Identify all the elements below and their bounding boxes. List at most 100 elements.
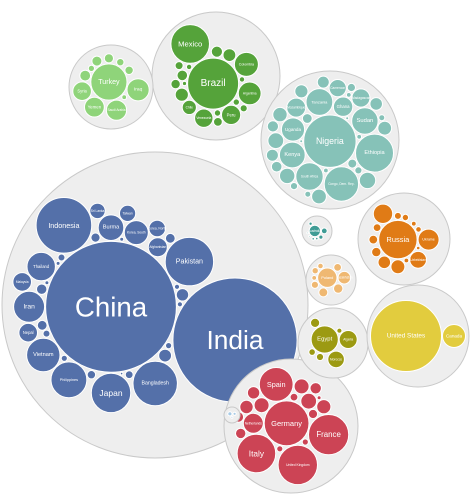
bubble-china[interactable] [45, 240, 177, 373]
bubble-middle-east-9[interactable] [116, 58, 125, 67]
bubble-oceania-5[interactable] [311, 237, 316, 241]
bubble-oceania-6[interactable] [308, 234, 311, 238]
bubble-spain[interactable] [258, 367, 294, 402]
bubble-germany[interactable] [263, 400, 310, 447]
bubble-central-asia-5[interactable] [310, 280, 319, 289]
bubble-japan[interactable] [90, 372, 132, 414]
bubble-madagascar[interactable] [351, 88, 371, 108]
bubble-south-america-17[interactable] [185, 63, 193, 71]
bubble-central-asia-2[interactable] [333, 283, 344, 294]
bubble-chile[interactable] [181, 99, 197, 116]
bubble-central-asia-8[interactable] [311, 275, 318, 281]
bubble-thailand[interactable] [26, 251, 56, 282]
bubble-africa-14[interactable] [279, 167, 296, 185]
bubble-middle-east-6[interactable] [91, 55, 103, 67]
bubble-africa-29[interactable] [378, 114, 386, 122]
bubble-united-kingdom[interactable] [277, 444, 318, 486]
bubble-africa-35[interactable] [299, 139, 304, 144]
bubble-peru[interactable] [221, 104, 242, 126]
bubble-asia-25[interactable] [124, 370, 134, 380]
bubble-middle-east-11[interactable] [121, 94, 128, 101]
bubble-poland[interactable] [317, 267, 338, 288]
bubble-south-america-15[interactable] [213, 109, 222, 117]
bubble-europe-10[interactable] [239, 399, 254, 415]
bubble-asia-21[interactable] [36, 319, 48, 331]
bubble-south-america-18[interactable] [238, 76, 246, 83]
bubble-europe-18[interactable] [301, 438, 309, 446]
bubble-africa-24[interactable] [301, 113, 313, 124]
bubble-africa-13[interactable] [267, 132, 285, 150]
bubble-middle-east-10[interactable] [87, 64, 96, 73]
bubble-europe-15[interactable] [307, 408, 319, 420]
bubble-kenya[interactable] [278, 141, 306, 169]
bubble-eastern-europe-10[interactable] [401, 213, 410, 222]
bubble-north-africa-6[interactable] [336, 327, 343, 334]
bubble-colombia[interactable] [233, 51, 259, 77]
bubble-bangladesh[interactable] [132, 360, 178, 407]
bubble-central-asia-6[interactable] [311, 267, 319, 275]
bubble-africa-28[interactable] [289, 182, 299, 191]
bubble-turkey[interactable] [90, 63, 128, 101]
bubble-middle-east-8[interactable] [124, 65, 134, 76]
bubble-asia-33[interactable] [55, 260, 61, 266]
bubble-africa-15[interactable] [311, 188, 327, 205]
bubble-sudan[interactable] [351, 107, 379, 135]
bubble-australia[interactable] [308, 224, 321, 238]
bubble-south-america-7[interactable] [174, 87, 189, 102]
bubble-other-0[interactable] [227, 411, 233, 417]
bubble-asia-20[interactable] [36, 283, 48, 295]
bubble-canada[interactable] [442, 324, 466, 348]
bubble-africa-12[interactable] [358, 171, 377, 190]
bubble-eastern-europe-9[interactable] [393, 211, 402, 220]
bubble-oceania-1[interactable] [320, 227, 328, 235]
bubble-south-america-9[interactable] [210, 45, 223, 58]
bubble-afghanistan[interactable] [147, 237, 168, 258]
bubble-ethiopia[interactable] [355, 133, 394, 173]
bubble-iran[interactable] [13, 290, 46, 323]
bubble-morocco[interactable] [327, 350, 345, 369]
bubble-asia-32[interactable] [44, 280, 50, 286]
bubble-eastern-europe-3[interactable] [372, 203, 394, 225]
bubble-europe-6[interactable] [300, 392, 318, 410]
bubble-asia-30[interactable] [173, 283, 181, 290]
bubble-asia-22[interactable] [164, 232, 176, 244]
bubble-ghana[interactable] [332, 96, 354, 117]
bubble-africa-32[interactable] [356, 133, 363, 140]
bubble-asia-19[interactable] [175, 288, 190, 302]
bubble-south-america-8[interactable] [222, 48, 237, 62]
bubble-africa-31[interactable] [323, 167, 329, 174]
bubble-eastern-europe-4[interactable] [390, 259, 406, 275]
bubble-africa-26[interactable] [346, 82, 356, 93]
bubble-europe-9[interactable] [316, 399, 332, 415]
bubble-africa-20[interactable] [265, 148, 279, 162]
bubble-burma[interactable] [97, 214, 125, 241]
bubble-europe-7[interactable] [253, 397, 270, 414]
bubble-eastern-europe-12[interactable] [410, 220, 417, 227]
bubble-europe-16[interactable] [289, 392, 299, 402]
bubble-eastern-europe-7[interactable] [368, 234, 379, 245]
bubble-united-states[interactable] [370, 300, 442, 372]
bubble-uzbekistan[interactable] [409, 250, 428, 269]
bubble-tanzania[interactable] [305, 88, 334, 116]
bubble-mexico[interactable] [170, 24, 210, 64]
bubble-eastern-europe-14[interactable] [415, 245, 421, 251]
bubble-north-africa-5[interactable] [308, 348, 316, 356]
bubble-africa-22[interactable] [266, 120, 279, 133]
bubble-europe-12[interactable] [309, 382, 322, 395]
bubble-yemen[interactable] [84, 96, 105, 118]
bubble-africa-25[interactable] [347, 158, 358, 169]
bubble-europe-13[interactable] [235, 427, 247, 440]
bubble-korea-north[interactable] [148, 219, 166, 238]
bubble-other-2[interactable] [230, 415, 234, 419]
bubble-mozambique[interactable] [286, 97, 307, 118]
bubble-south-america-14[interactable] [239, 104, 248, 113]
bubble-europe-17[interactable] [276, 445, 284, 453]
bubble-europe-19[interactable] [316, 395, 322, 401]
bubble-saudi-arabia[interactable] [105, 99, 128, 121]
bubble-oceania-2[interactable] [318, 234, 324, 240]
bubble-brazil[interactable] [187, 57, 240, 110]
bubble-oceania-4[interactable] [315, 236, 319, 241]
bubble-taiwan[interactable] [119, 204, 137, 222]
bubble-central-asia-7[interactable] [317, 262, 324, 270]
bubble-asia-24[interactable] [86, 370, 97, 380]
